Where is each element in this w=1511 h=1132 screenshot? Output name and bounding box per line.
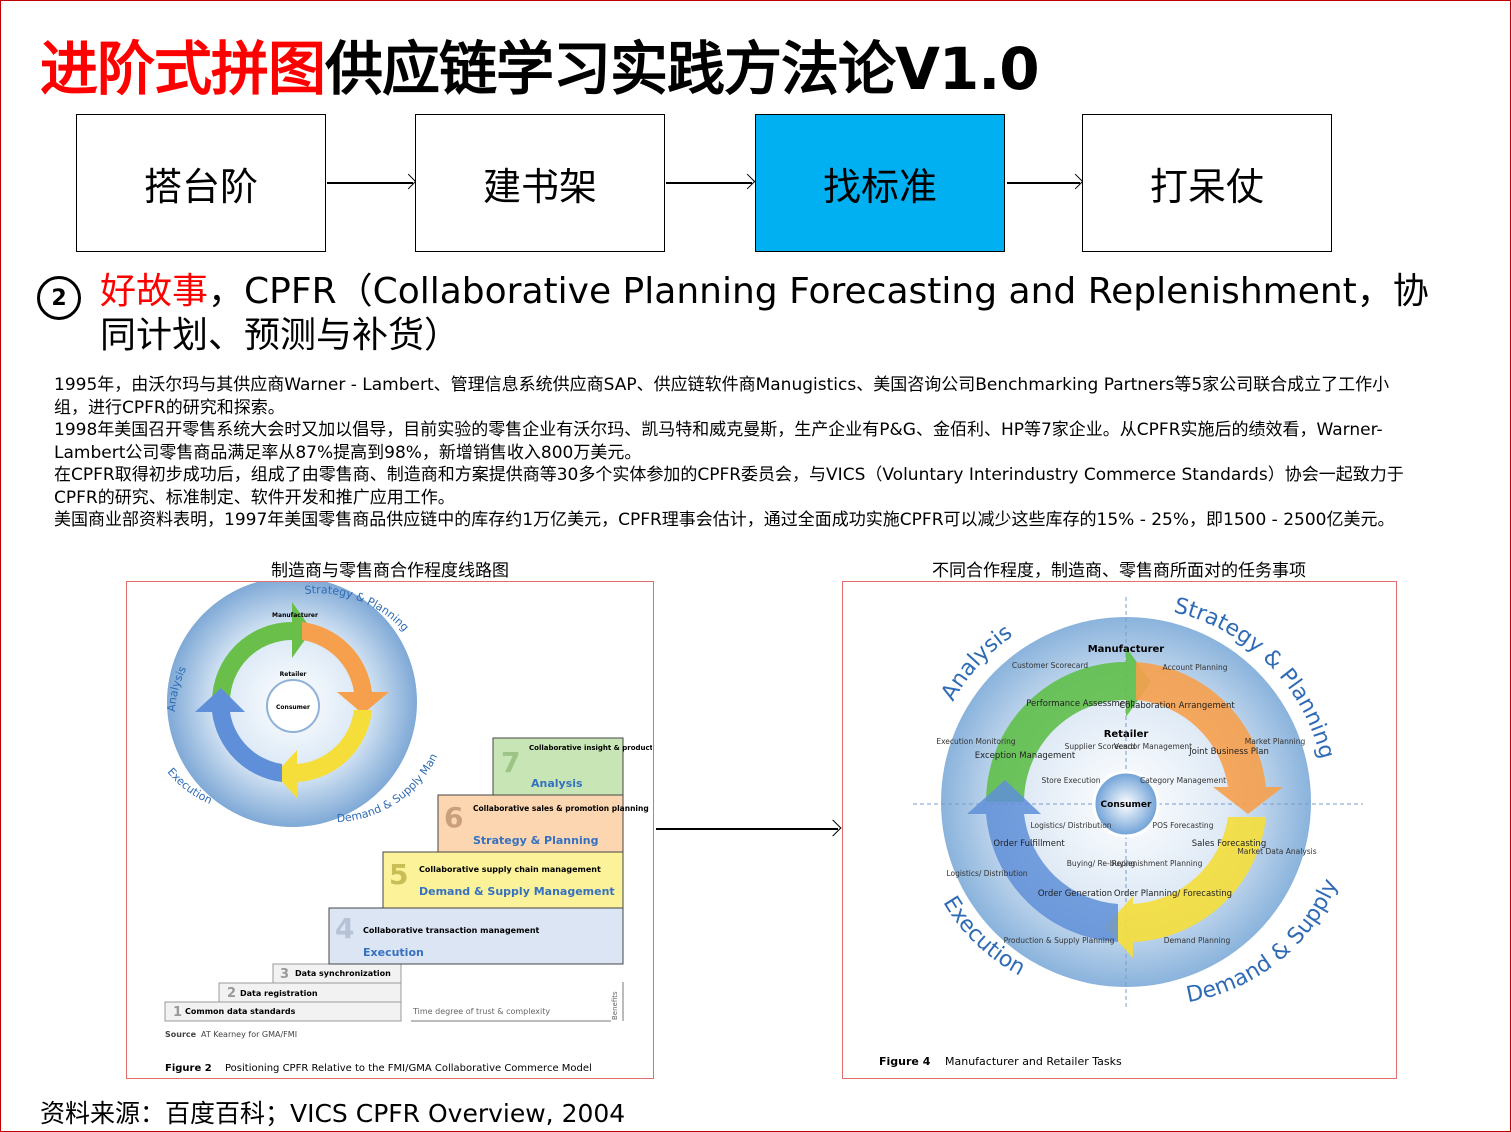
step-box-3-active: 找标准 xyxy=(755,114,1005,252)
stair-1-text: Common data standards xyxy=(185,1007,296,1016)
task-vendor-management: Vendor Management xyxy=(1114,742,1192,751)
task-sales-forecasting: Sales Forecasting xyxy=(1192,839,1266,849)
left-figure-title: Positioning CPFR Relative to the FMI/GMA… xyxy=(225,1063,592,1074)
right-orange-arrow xyxy=(1136,662,1283,814)
stair-2-text: Data registration xyxy=(240,989,318,998)
step-arrow-3 xyxy=(1007,182,1080,184)
stair-7-text: Collaborative insight & product developm… xyxy=(529,744,652,752)
task-exception-management: Exception Management xyxy=(975,751,1076,761)
stair-5 xyxy=(382,851,624,909)
stair-3-text: Data synchronization xyxy=(295,969,391,978)
task-performance-assessment: Performance Assessment xyxy=(1026,699,1134,709)
stair-7-num: 7 xyxy=(501,746,520,779)
section-heading: 好故事，CPFR（Collaborative Planning Forecast… xyxy=(100,270,1440,358)
source-footnote: 资料来源：百度百科；VICS CPFR Overview, 2004 xyxy=(40,1099,626,1128)
task-buying-rebuying: Buying/ Re-buying xyxy=(1067,859,1136,868)
left-yellow-arrow xyxy=(275,710,372,798)
task-replenishment-planning: Replenishment Planning xyxy=(1112,859,1203,868)
left-blue-arrow xyxy=(195,688,282,782)
task-order-fulfillment: Order Fulfillment xyxy=(993,839,1065,849)
step-box-4: 打呆仗 xyxy=(1082,114,1332,252)
right-yellow-arrow xyxy=(1105,817,1266,958)
left-source-label: Source xyxy=(165,1030,197,1039)
right-manufacturer: Manufacturer xyxy=(1088,644,1165,655)
right-blue-arrow xyxy=(967,780,1118,942)
task-joint-business-plan: Joint Business Plan xyxy=(1188,747,1269,757)
title-highlight: 进阶式拼图 xyxy=(40,35,326,103)
right-consumer: Consumer xyxy=(1101,800,1152,810)
title-rest: 供应链学习实践方法论V1.0 xyxy=(325,35,1040,103)
task-order-planning-forecasting: Order Planning/ Forecasting xyxy=(1114,889,1232,899)
left-ring-manufacturer: Manufacturer xyxy=(272,612,318,619)
right-figure: Consumer Manufacturer Retailer Analysis … xyxy=(842,581,1397,1079)
stair-6-num: 6 xyxy=(444,801,463,834)
stair-4-text: Collaborative transaction management xyxy=(363,926,540,935)
stair-3-num: 3 xyxy=(280,967,289,982)
left-axis-x-label: Time degree of trust & complexity xyxy=(412,1007,550,1016)
task-execution-monitoring: Execution Monitoring xyxy=(936,737,1016,746)
step-arrow-1 xyxy=(327,182,413,184)
stair-5-text: Collaborative supply chain management xyxy=(419,865,601,874)
left-figure-svg: Consumer Manufacturer Retailer Analysis … xyxy=(127,582,653,1074)
task-production-supply-planning: Production & Supply Planning xyxy=(1004,936,1115,945)
left-figure-caption: 制造商与零售商合作程度线路图 xyxy=(271,561,509,581)
step-arrow-2 xyxy=(666,182,752,184)
task-logistics-distribution-inner: Logistics/ Distribution xyxy=(1030,821,1111,830)
task-supplier-scorecard: Supplier Scorecard xyxy=(1065,742,1136,751)
step-box-2: 建书架 xyxy=(415,114,665,252)
left-orange-arrow xyxy=(302,622,389,714)
paragraph-2: 1998年美国召开零售系统大会时又加以倡导，目前实验的零售企业有沃尔玛、凯马特和… xyxy=(54,420,1383,463)
task-store-execution: Store Execution xyxy=(1041,776,1100,785)
paragraph-3: 在CPFR取得初步成功后，组成了由零售商、制造商和方案提供商等30多个实体参加的… xyxy=(54,465,1404,508)
left-ring-retailer: Retailer xyxy=(280,671,307,678)
right-consumer-circle xyxy=(1092,770,1160,838)
left-axis-y-label: Benefits xyxy=(611,991,619,1020)
left-figure: Consumer Manufacturer Retailer Analysis … xyxy=(126,581,654,1079)
task-account-planning: Account Planning xyxy=(1163,663,1228,672)
task-order-generation: Order Generation xyxy=(1038,889,1112,899)
right-figure-svg: Consumer Manufacturer Retailer Analysis … xyxy=(843,582,1363,1068)
task-demand-planning: Demand Planning xyxy=(1164,936,1231,945)
right-retailer: Retailer xyxy=(1104,729,1149,740)
right-figure-caption: 不同合作程度，制造商、零售商所面对的任务事项 xyxy=(932,561,1306,581)
paragraph-1: 1995年，由沃尔玛与其供应商Warner - Lambert、管理信息系统供应… xyxy=(54,375,1390,418)
paragraph-4: 美国商业部资料表明，1997年美国零售商品供应链中的库存约1万亿美元，CPFR理… xyxy=(54,510,1395,530)
right-figure-label: Figure 4 xyxy=(879,1055,931,1068)
left-figure-label: Figure 2 xyxy=(165,1063,212,1074)
task-market-data-analysis: Market Data Analysis xyxy=(1237,847,1316,856)
task-pos-forecasting: POS Forecasting xyxy=(1153,821,1214,830)
stair-7 xyxy=(492,737,624,796)
right-green-arrow xyxy=(986,647,1151,802)
section-highlight: 好故事 xyxy=(100,271,209,312)
left-green-arrow xyxy=(212,602,312,702)
right-figure-title: Manufacturer and Retailer Tasks xyxy=(945,1055,1122,1068)
figure-link-arrow xyxy=(656,828,838,830)
left-ring-consumer: Consumer xyxy=(276,704,310,711)
task-collaboration-arrangement: Collaboration Arrangement xyxy=(1119,701,1235,711)
stair-5-num: 5 xyxy=(389,858,408,891)
task-logistics-distribution-outer: Logistics/ Distribution xyxy=(946,869,1027,878)
body-text: 1995年，由沃尔玛与其供应商Warner - Lambert、管理信息系统供应… xyxy=(54,374,1419,532)
task-category-management: Category Management xyxy=(1140,776,1226,785)
stair-1-num: 1 xyxy=(173,1005,182,1020)
left-consumer-circle xyxy=(266,679,320,733)
page-title: 进阶式拼图供应链学习实践方法论V1.0 xyxy=(40,22,1040,106)
stair-6-sub: Strategy & Planning xyxy=(473,834,598,847)
left-source-text: AT Kearney for GMA/FMI xyxy=(201,1030,297,1039)
task-market-planning: Market Planning xyxy=(1245,737,1306,746)
stair-5-sub: Demand & Supply Management xyxy=(419,885,615,898)
stair-6-text: Collaborative sales & promotion planning xyxy=(473,804,649,813)
stair-4-num: 4 xyxy=(335,912,354,945)
step-box-1: 搭台阶 xyxy=(76,114,326,252)
stair-4-sub: Execution xyxy=(363,946,424,959)
stair-7-sub: Analysis xyxy=(531,777,583,790)
stair-2-num: 2 xyxy=(227,986,236,1001)
section-heading-text: ，CPFR（Collaborative Planning Forecasting… xyxy=(100,271,1429,356)
task-customer-scorecard: Customer Scorecard xyxy=(1012,661,1088,670)
section-number-badge: 2 xyxy=(37,276,81,320)
